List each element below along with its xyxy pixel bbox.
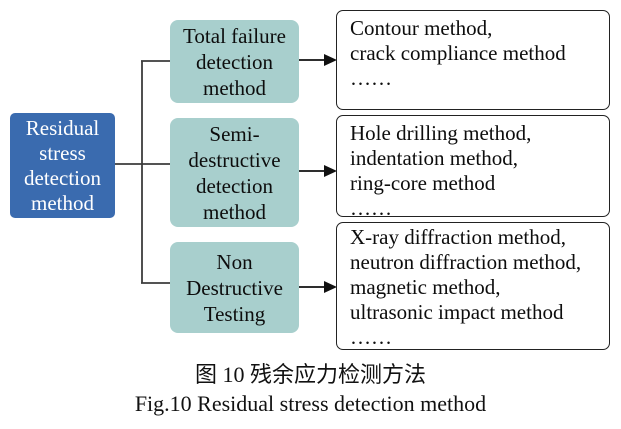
category-node-semi-destructive: Semi- destructive detection method xyxy=(170,118,299,227)
arrow-right-icon xyxy=(324,281,337,293)
figure-caption-chinese: 图 10 残余应力检测方法 xyxy=(194,362,426,387)
methods-node-total-failure: Contour method, crack compliance method … xyxy=(336,10,610,110)
methods-list: Hole drilling method, indentation method… xyxy=(350,121,532,220)
root-node-residual-stress: Residual stress detection method xyxy=(10,113,115,218)
category-label: Non Destructive Testing xyxy=(186,249,283,326)
methods-node-non-destructive: X-ray diffraction method, neutron diffra… xyxy=(336,222,610,350)
root-node-label: Residual stress detection method xyxy=(24,115,101,215)
category-node-non-destructive: Non Destructive Testing xyxy=(170,242,299,333)
category-label: Semi- destructive detection method xyxy=(188,121,281,224)
figure-caption: 图 10 残余应力检测方法 Fig.10 Residual stress det… xyxy=(0,360,621,418)
connector-lines xyxy=(115,54,337,293)
figure-caption-english: Fig.10 Residual stress detection method xyxy=(134,391,487,416)
category-node-total-failure: Total failure detection method xyxy=(170,20,299,103)
category-label: Total failure detection method xyxy=(183,23,286,100)
methods-list: Contour method, crack compliance method … xyxy=(350,16,566,90)
arrow-right-icon xyxy=(324,54,337,66)
methods-list: X-ray diffraction method, neutron diffra… xyxy=(350,225,582,349)
arrow-right-icon xyxy=(324,165,337,177)
methods-node-semi-destructive: Hole drilling method, indentation method… xyxy=(336,115,610,220)
